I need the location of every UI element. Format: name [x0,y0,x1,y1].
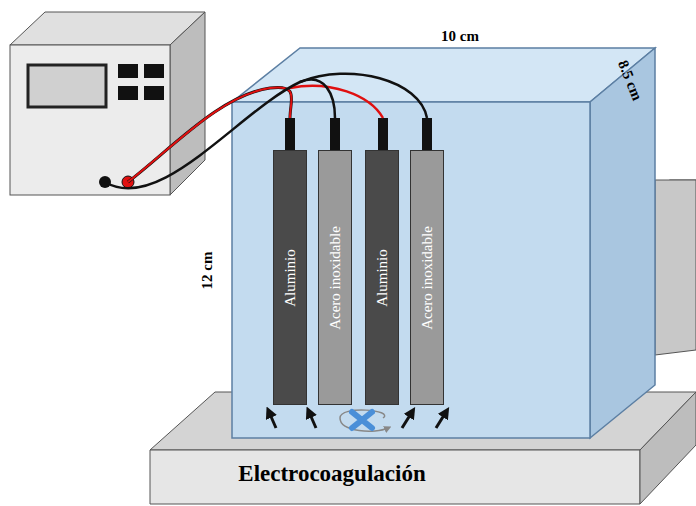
black-wire [300,74,427,118]
red-wire [290,86,383,118]
caption-label: Electrocoagulación [238,461,425,487]
electrode-rods [285,118,432,150]
electrode-label: Aluminio [282,249,299,307]
electrode-label: Aluminio [374,249,391,307]
stir-bar [340,410,388,431]
dimension-label: 12 cm [200,251,217,289]
reactor-tank [232,48,655,438]
electrode-plate: Aluminio [365,150,399,405]
electrode-plate: Acero inoxidable [318,150,352,405]
electrode-plate: Aluminio [273,150,307,405]
electrode-plate: Acero inoxidable [410,150,444,405]
dimension-label: 10 cm [441,28,479,45]
power-supply [10,12,205,195]
flow-arrows [269,412,446,428]
electrode-label: Acero inoxidable [419,226,436,330]
electrode-label: Acero inoxidable [327,226,344,330]
